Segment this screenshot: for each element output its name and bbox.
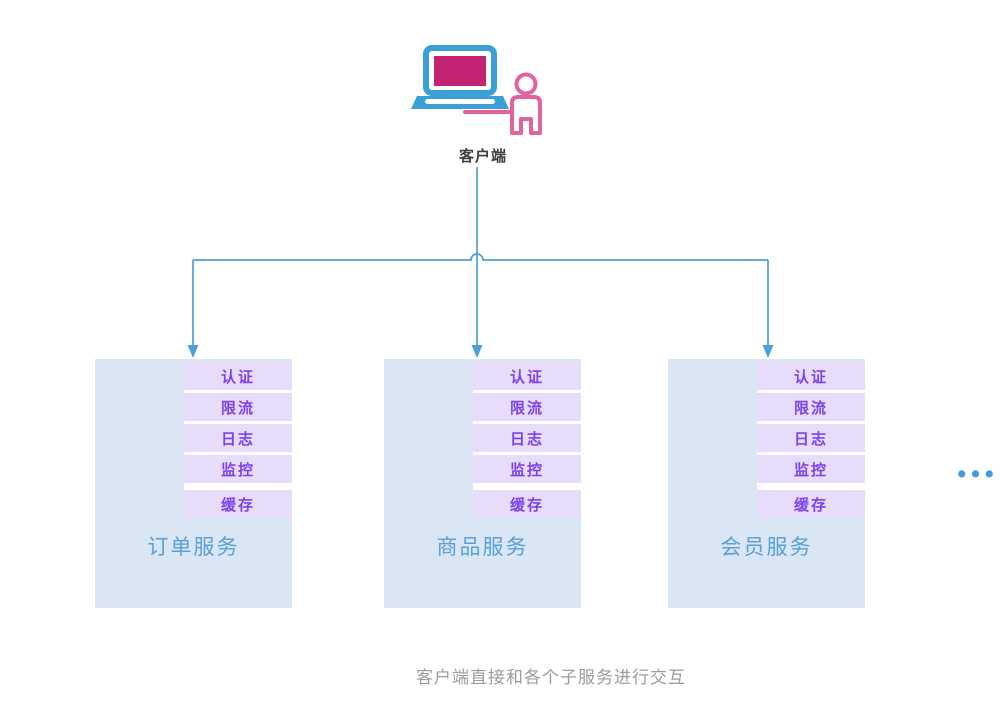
feature-chip-stack: 认证 限流 日志 监控 缓存 <box>184 362 292 518</box>
service-box-order: 认证 限流 日志 监控 缓存 订单服务 <box>95 359 292 608</box>
service-name: 会员服务 <box>720 536 813 559</box>
arrowhead-icon <box>471 345 483 358</box>
feature-chip-stack: 认证 限流 日志 监控 缓存 <box>757 362 865 518</box>
feature-chip-ratelimit: 限流 <box>184 393 292 421</box>
arrowhead-icon <box>187 345 199 358</box>
feature-chip-cache: 缓存 <box>184 490 292 518</box>
feature-chip-stack: 认证 限流 日志 监控 缓存 <box>473 362 581 518</box>
feature-chip-monitor: 监控 <box>757 455 865 483</box>
service-name: 订单服务 <box>147 536 240 559</box>
feature-chip-auth: 认证 <box>473 362 581 390</box>
client-label: 客户端 <box>458 148 507 165</box>
client-device-icon <box>411 45 542 135</box>
feature-chip-logging: 日志 <box>473 424 581 452</box>
feature-chip-auth: 认证 <box>757 362 865 390</box>
feature-chip-logging: 日志 <box>184 424 292 452</box>
feature-chip-cache: 缓存 <box>473 490 581 518</box>
ellipsis-icon: ••• <box>957 460 999 488</box>
feature-chip-ratelimit: 限流 <box>757 393 865 421</box>
service-name: 商品服务 <box>436 536 529 559</box>
horizontal-bus-line <box>193 253 768 261</box>
laptop-icon <box>411 45 509 109</box>
feature-chip-auth: 认证 <box>184 362 292 390</box>
diagram-caption: 客户端直接和各个子服务进行交互 <box>416 668 686 687</box>
feature-chip-monitor: 监控 <box>184 455 292 483</box>
person-icon <box>463 72 542 135</box>
feature-chip-ratelimit: 限流 <box>473 393 581 421</box>
feature-chip-logging: 日志 <box>757 424 865 452</box>
feature-chip-monitor: 监控 <box>473 455 581 483</box>
service-box-member: 认证 限流 日志 监控 缓存 会员服务 <box>668 359 865 608</box>
service-box-product: 认证 限流 日志 监控 缓存 商品服务 <box>384 359 581 608</box>
arrowhead-icon <box>762 345 774 358</box>
feature-chip-cache: 缓存 <box>757 490 865 518</box>
